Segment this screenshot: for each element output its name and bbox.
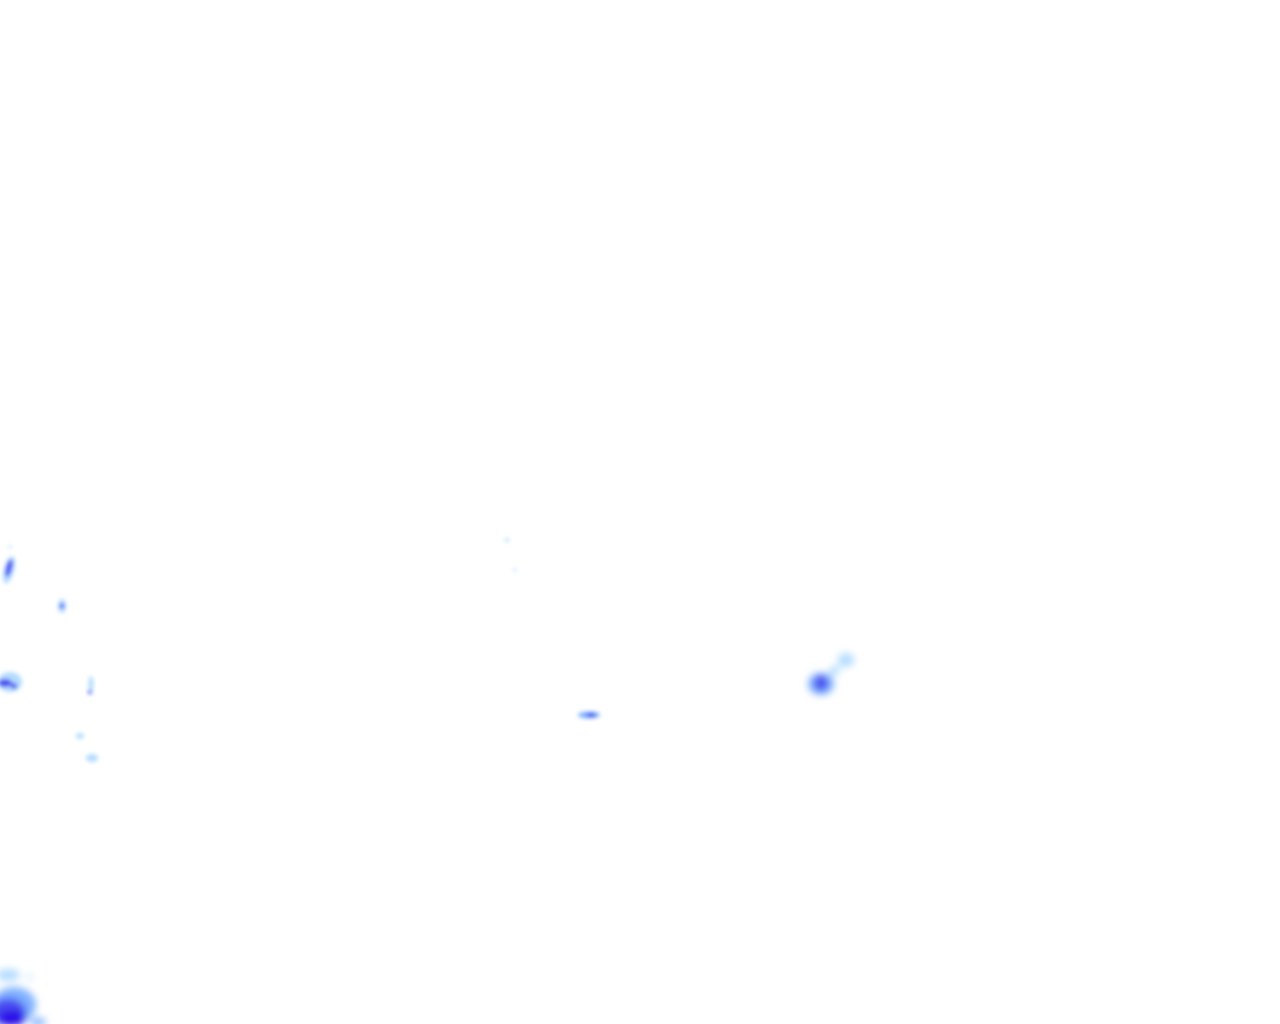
precip-cell (2, 545, 16, 584)
precip-light (505, 538, 509, 542)
precip-cell (505, 538, 517, 572)
precip-cell (0, 672, 22, 692)
precip-cell (0, 969, 46, 1024)
precip-heavy (59, 603, 65, 609)
precip-light (838, 653, 854, 667)
precip-moderate (30, 1018, 46, 1024)
precip-cell (88, 676, 94, 694)
precip-light (76, 733, 84, 739)
precip-heavy (586, 713, 596, 717)
precip-cell (76, 733, 98, 762)
precip-light (513, 568, 517, 572)
precip-cell (578, 711, 600, 719)
precip-light (828, 665, 840, 677)
precip-light (27, 975, 33, 979)
precip-heavy (5, 559, 13, 577)
precip-cell (808, 653, 854, 695)
precip-heavy (0, 679, 12, 687)
precip-light (86, 754, 98, 762)
precip-heavy (814, 675, 828, 691)
precip-cell (58, 599, 66, 613)
precip-heavy (88, 690, 92, 694)
precip-heavy (11, 683, 17, 689)
precip-light (8, 545, 12, 549)
precip-light (88, 676, 94, 692)
precip-intense (0, 1010, 26, 1024)
precip-light (0, 969, 20, 981)
